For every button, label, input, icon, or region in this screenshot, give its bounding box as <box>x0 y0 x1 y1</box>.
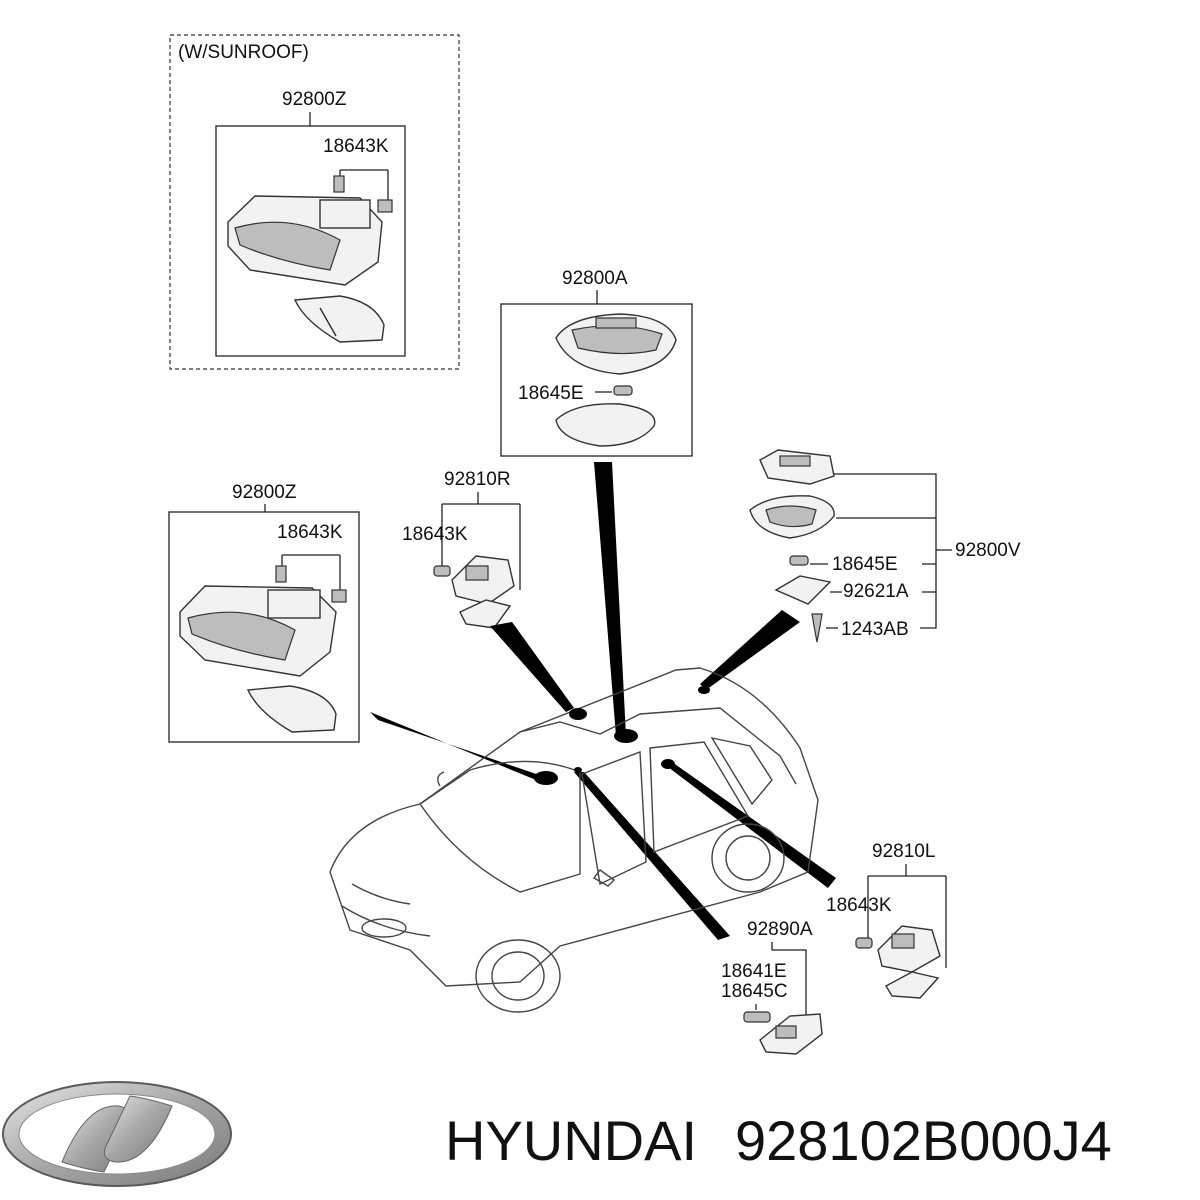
brand-name: HYUNDAI <box>445 1109 697 1172</box>
label-18643K-left: 18643K <box>277 522 343 543</box>
group-92890A: 92890A 18641E 18645C <box>721 919 823 1055</box>
lamp-92800V <box>749 495 835 539</box>
lens-92810L <box>885 971 940 999</box>
label-18643K-mid: 18643K <box>402 524 468 545</box>
room-lamp-92810L <box>877 925 941 973</box>
map-lamp-92800A <box>555 313 677 375</box>
label-92621A: 92621A <box>843 581 909 602</box>
lens-sunroof <box>293 295 385 343</box>
group-92810R: 92810R 18643K <box>402 469 521 629</box>
label-18645E-center: 18645E <box>518 383 584 404</box>
lens-left <box>246 685 337 733</box>
lens-92810R <box>459 599 512 629</box>
group-92800Z-left: 92800Z 18643K <box>168 482 360 743</box>
label-18643K-top: 18643K <box>323 136 389 157</box>
label-92800Z-left: 92800Z <box>232 482 297 503</box>
sunroof-group: (W/SUNROOF) 92800Z 18643K <box>169 34 460 370</box>
lamp-92890A <box>759 1013 823 1055</box>
housing-92800V <box>759 449 835 485</box>
group-92800V: 18645E 92621A 1243AB 92800V <box>749 449 1021 643</box>
label-1243AB: 1243AB <box>841 619 909 640</box>
part-number: 928102B000J4 <box>735 1109 1112 1172</box>
label-18643K-low: 18643K <box>826 895 892 916</box>
sunroof-note: (W/SUNROOF) <box>178 42 309 63</box>
label-18645E-right: 18645E <box>832 554 898 575</box>
label-18645C: 18645C <box>721 981 788 1002</box>
vehicle-outline <box>329 667 819 1013</box>
group-92800A: 92800A 18645E <box>500 268 693 457</box>
overhead-console-sunroof <box>227 175 393 286</box>
label-92810L: 92810L <box>872 841 935 862</box>
group-92810L: 92810L 18643K <box>826 841 947 999</box>
overhead-console-left <box>179 565 347 677</box>
room-lamp-92810R <box>451 555 515 605</box>
label-92890A: 92890A <box>747 919 813 940</box>
label-92800V: 92800V <box>955 540 1021 561</box>
label-92810R: 92810R <box>444 469 511 490</box>
label-18641E: 18641E <box>721 961 787 982</box>
label-92800Z-top: 92800Z <box>282 89 347 110</box>
lens-92800A <box>555 403 656 447</box>
label-92800A: 92800A <box>562 268 628 289</box>
hyundai-logo-icon <box>2 1081 232 1187</box>
callout-wedges <box>370 462 836 940</box>
